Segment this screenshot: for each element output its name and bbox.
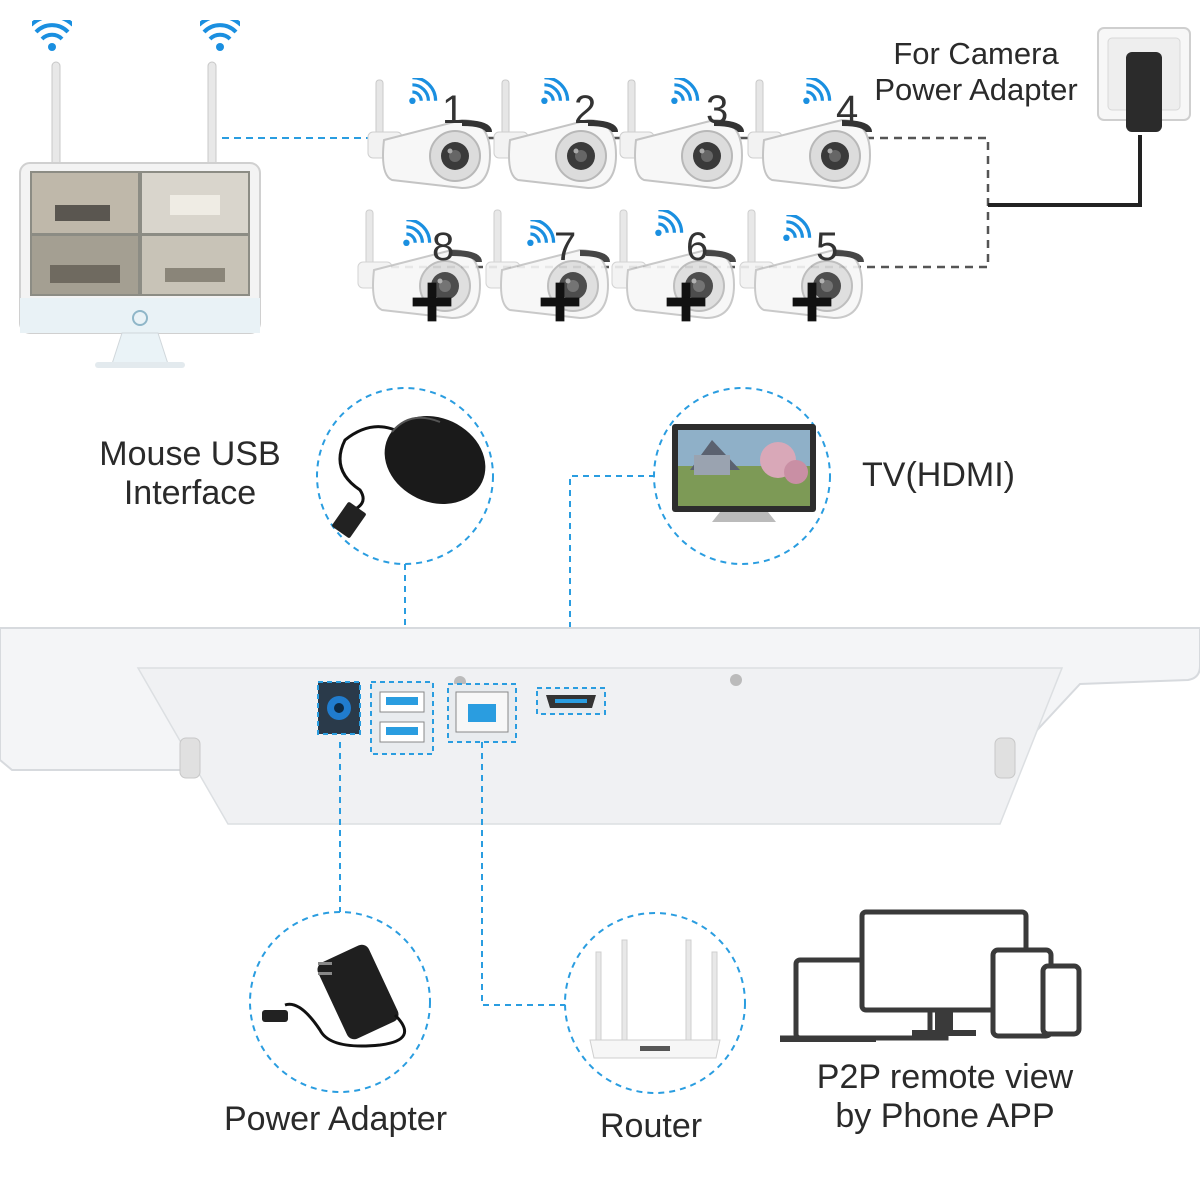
wifi-icon bbox=[653, 210, 684, 238]
router-circle bbox=[564, 912, 746, 1094]
camera-number: 6 bbox=[686, 225, 709, 269]
camera-adapter-cable bbox=[988, 135, 1142, 207]
wifi-icon bbox=[31, 16, 73, 51]
wifi-icon bbox=[525, 220, 556, 248]
label-line: P2P remote view bbox=[816, 1058, 1074, 1096]
camera-power-adapter-label: For Camera Power Adapter bbox=[860, 36, 1092, 107]
wifi-icon bbox=[781, 215, 812, 243]
dc-power-port bbox=[317, 681, 361, 735]
label-line: For Camera bbox=[893, 36, 1059, 71]
label-line: by Phone APP bbox=[835, 1097, 1055, 1136]
wall-socket-icon bbox=[1097, 27, 1191, 132]
wifi-icon bbox=[407, 78, 438, 106]
wifi-icon bbox=[801, 78, 832, 106]
wifi-icon bbox=[199, 16, 241, 51]
router-icon bbox=[589, 939, 721, 1059]
mouse-circle bbox=[316, 387, 494, 565]
mouse-icon bbox=[332, 416, 486, 538]
mouse-usb-label: Mouse USB Interface bbox=[88, 435, 292, 513]
camera-number: 2 bbox=[574, 88, 597, 132]
usb-ports bbox=[370, 681, 434, 755]
wifi-icon bbox=[669, 78, 700, 106]
power-adapter-icon bbox=[262, 944, 407, 1048]
power-adapter-circle bbox=[249, 911, 431, 1093]
ethernet-port bbox=[447, 683, 517, 743]
phone-icon bbox=[1040, 963, 1082, 1037]
label-line: Mouse USB bbox=[99, 435, 281, 473]
power-adapter-label: Power Adapter bbox=[224, 1100, 448, 1138]
camera-number: 3 bbox=[706, 88, 729, 132]
wifi-icon bbox=[401, 220, 432, 248]
tv-hdmi-label: TV(HDMI) bbox=[862, 456, 1015, 494]
camera-number: 4 bbox=[836, 88, 859, 132]
hdmi-port bbox=[536, 687, 606, 715]
camera-number: 1 bbox=[442, 88, 465, 132]
wifi-icon bbox=[539, 78, 570, 106]
camera-number: 7 bbox=[554, 225, 577, 269]
tv-icon bbox=[672, 424, 816, 522]
camera-icon bbox=[366, 78, 492, 190]
camera-number: 5 bbox=[816, 225, 839, 269]
p2p-label: P2P remote view by Phone APP bbox=[790, 1058, 1100, 1136]
camera-number: 8 bbox=[432, 225, 455, 269]
label-line: Interface bbox=[123, 474, 257, 513]
nvr-monitor-icon bbox=[19, 61, 261, 368]
camera-icon bbox=[492, 78, 618, 190]
nvr-back-panel bbox=[0, 627, 1200, 825]
label-line: Power Adapter bbox=[874, 71, 1078, 107]
router-label: Router bbox=[600, 1107, 703, 1145]
